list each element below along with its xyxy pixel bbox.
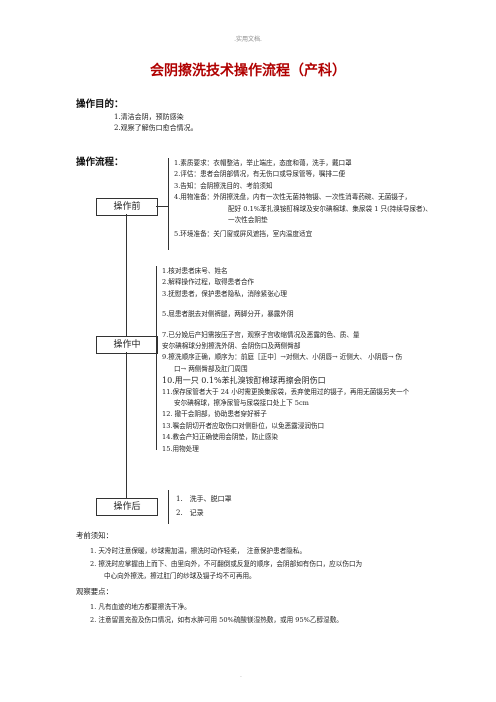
before-item-2: 2.评估：患者会阴部情况，有无伤口或导尿管等，嘱排二便	[174, 170, 346, 179]
before-connector	[156, 206, 168, 207]
during-item-10: 10.用一只 0.1%苯扎溴铵酊棉球再擦会阴伤口	[162, 376, 326, 386]
before-item-4: 4.用物准备：外阴擦洗盘，内有一次性无菌持物镊、一次性消毒药碗、无菌镊子，	[174, 193, 412, 202]
before-bracket	[168, 158, 169, 250]
flow-line-1	[126, 214, 127, 336]
after-bracket	[168, 490, 169, 524]
after-item-1: 1. 洗手、脱口罩	[176, 495, 232, 503]
during-item-5: 5.屈患者脱去对侧裤腿，两脚分开，暴露外阴	[162, 310, 294, 319]
during-item-12: 12. 撤干会阴部，协助患者穿好裤子	[162, 410, 267, 419]
after-item-2: 2. 记录	[176, 509, 204, 517]
during-bracket	[156, 266, 157, 450]
stage-after-box: 操作后	[96, 498, 158, 516]
page-title: 会阴擦洗技术操作流程（产科）	[150, 63, 346, 79]
during-item-11: 11.保存尿管者大于 24 小时需更换集尿袋，丢弃使用过的镊子，再用无菌镊另夹一…	[162, 387, 410, 396]
during-item-7: 7.已分娩后产妇需按压子宫，观察子宫收缩情况及恶露的色、质、量	[162, 330, 360, 339]
during-item-9-cont: 口→ 两侧臀部及肛门周围	[174, 364, 248, 373]
purpose-item-1: 1.清洁会阴，预防感染	[114, 113, 184, 121]
stage-during-box: 操作中	[96, 336, 158, 354]
notes-item-1: 1. 天冷时注意保暖，纱球需加温，擦洗时动作轻柔， 注意保护患者隐私。	[90, 547, 307, 555]
notes-item-2: 2. 擦洗时应掌握由上而下、由里向外，不可翻倒或反复的顺序，会阴部如有伤口，应以…	[90, 559, 363, 568]
during-item-2: 2.解释操作过程，取得患者合作	[162, 278, 255, 287]
during-item-13: 13.嘱会阴切开者应取伤口对侧卧位，以免恶露浸润伤口	[162, 421, 325, 430]
notes-item-2-cont: 中心向外擦洗，擦过肛门的纱球及镊子均不可再用。	[104, 572, 256, 580]
after-list: 1. 洗手、脱口罩 2. 记录	[176, 492, 232, 520]
before-item-5: 5.环境准备：关门窗或屏风遮挡，室内温度适宜	[174, 230, 313, 239]
header-note: .实用文档.	[234, 36, 262, 43]
stage-before-box: 操作前	[96, 198, 158, 216]
before-item-3: 3.告知：会阴擦洗目的、考前须知	[174, 181, 273, 190]
before-list: 1.素质要求：衣帽整洁，举止端庄，态度和蔼，洗手，戴口罩 2.评估：患者会阴部情…	[174, 158, 432, 241]
before-item-4-cont: 配好 0.1%苯扎溴铵酊棉球及安尔碘棉球、集尿袋 1 只(持续导尿者)、	[228, 204, 432, 213]
during-item-7-cont: 安尔碘棉球分别擦洗外阴、会阴伤口及两侧臀部	[162, 342, 301, 351]
purpose-item-2: 2.观察了解伤口愈合情况。	[114, 124, 198, 132]
footer-mark: .	[240, 672, 242, 679]
process-heading: 操作流程：	[76, 157, 124, 168]
notes-heading: 考前须知：	[76, 531, 113, 540]
during-item-1: 1.核对患者床号、姓名	[162, 267, 228, 275]
observe-heading: 观察要点：	[76, 587, 113, 596]
flow-line-2	[126, 352, 127, 498]
before-item-4-cont2: 一次性会阴垫	[228, 216, 268, 225]
during-item-14: 14.教会产妇正确使用会阴垫，防止感染	[162, 433, 278, 442]
during-item-15: 15.用物处理	[162, 444, 199, 453]
during-item-9: 9.擦洗顺序正确，顺序为：前庭［正中］→对侧大、小阴唇→ 近侧大、 小阴唇→ 伤	[162, 353, 403, 362]
observe-item-2: 2. 注意留置充盈及伤口情况，如有水肿可用 50%硫酸镁湿热敷，或用 95%乙醇…	[90, 615, 343, 624]
notes-list: 1. 天冷时注意保暖，纱球需加温，擦洗时动作轻柔， 注意保护患者隐私。 2. 擦…	[90, 545, 362, 583]
observe-item-1: 1. 凡有血迹的地方都要擦洗干净。	[90, 603, 191, 611]
during-item-3: 3.抚慰患者，保护患者隐私，消除紧张心理	[162, 289, 287, 298]
observe-list: 1. 凡有血迹的地方都要擦洗干净。 2. 注意留置充盈及伤口情况，如有水肿可用 …	[90, 601, 343, 626]
during-item-11-cont: 安尔碘棉球，擦净尿管与尿袋接口处上下 5cm	[174, 399, 309, 408]
before-item-1: 1.素质要求：衣帽整洁，举止端庄，态度和蔼，洗手，戴口罩	[174, 159, 352, 167]
purpose-heading: 操作目的：	[76, 99, 124, 110]
during-list: 1.核对患者床号、姓名 2.解释操作过程，取得患者合作 3.抚慰患者，保护患者隐…	[162, 266, 409, 455]
